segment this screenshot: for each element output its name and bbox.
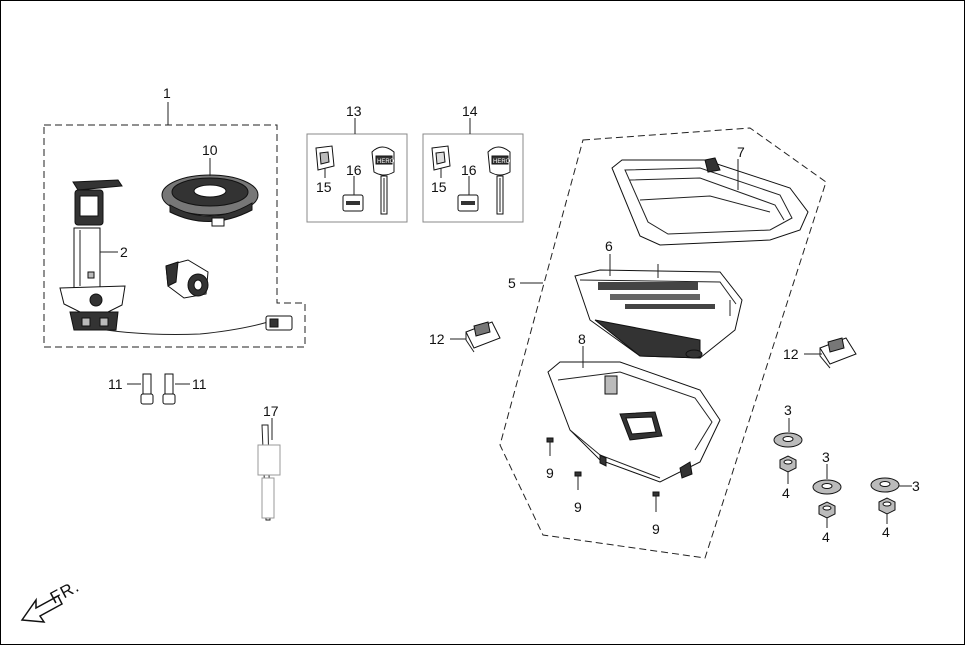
clip-nut-12-right — [819, 337, 857, 369]
callout-8: 8 — [578, 331, 586, 347]
cable-tie-part — [257, 424, 281, 521]
ignition-set-group: 1 2 10 — [43, 85, 306, 348]
washer-3-b — [812, 479, 842, 495]
nut-4-a — [779, 455, 797, 473]
screw-9-a — [546, 437, 554, 456]
callout-4-b: 4 — [822, 529, 830, 545]
callout-11-right: 11 — [192, 376, 207, 392]
callout-17: 17 — [263, 403, 279, 419]
callout-7: 7 — [737, 144, 745, 160]
callout-2: 2 — [120, 244, 128, 260]
washer-3-a — [773, 432, 803, 448]
callout-3-b: 3 — [822, 449, 830, 465]
callout-11-left: 11 — [108, 376, 123, 392]
front-arrow-icon — [20, 594, 63, 623]
callout-3-c: 3 — [912, 478, 920, 494]
callout-15-a: 15 — [316, 179, 332, 195]
callout-9-b: 9 — [574, 499, 582, 515]
callout-4-a: 4 — [782, 485, 790, 501]
washer-3-c — [870, 477, 900, 493]
front-label: FR. — [47, 576, 83, 607]
key-set-14: HERO — [422, 118, 524, 223]
screw-9-b — [574, 471, 582, 490]
callout-3-a: 3 — [784, 402, 792, 418]
nut-4-c — [878, 497, 896, 515]
callout-12-right: 12 — [783, 346, 799, 362]
bolt-pair-11 — [127, 373, 190, 405]
callout-9-c: 9 — [652, 521, 660, 537]
key-brand-13: HERO — [377, 159, 395, 165]
ignition-switch-part — [59, 179, 293, 335]
key-brand-14: HERO — [493, 159, 511, 165]
callout-14: 14 — [462, 103, 478, 119]
callout-5: 5 — [508, 275, 516, 291]
callout-13: 13 — [346, 103, 362, 119]
meter-case-part — [547, 361, 721, 483]
key-set-13-box — [306, 133, 408, 223]
seat-lock-part — [165, 259, 209, 299]
callout-1: 1 — [163, 85, 171, 101]
key-set-13: HERO — [306, 118, 408, 223]
screw-9-c — [652, 491, 660, 512]
callout-4-c: 4 — [882, 524, 890, 540]
callout-16-b: 16 — [461, 162, 477, 178]
meter-assembly-group: 5 7 6 — [499, 127, 827, 559]
meter-unit-part — [574, 264, 743, 359]
callout-10: 10 — [202, 142, 218, 158]
callout-15-b: 15 — [431, 179, 447, 195]
meter-cover-part — [611, 157, 809, 246]
front-direction-indicator: FR. — [20, 576, 83, 623]
key-set-14-box — [422, 133, 524, 223]
callout-6: 6 — [605, 238, 613, 254]
nut-4-b — [818, 501, 836, 519]
clip-nut-12-left — [465, 321, 501, 353]
callout-16-a: 16 — [346, 162, 362, 178]
callout-12-left: 12 — [429, 331, 445, 347]
callout-9-a: 9 — [546, 465, 554, 481]
fuel-cap-lock-part — [161, 174, 259, 227]
